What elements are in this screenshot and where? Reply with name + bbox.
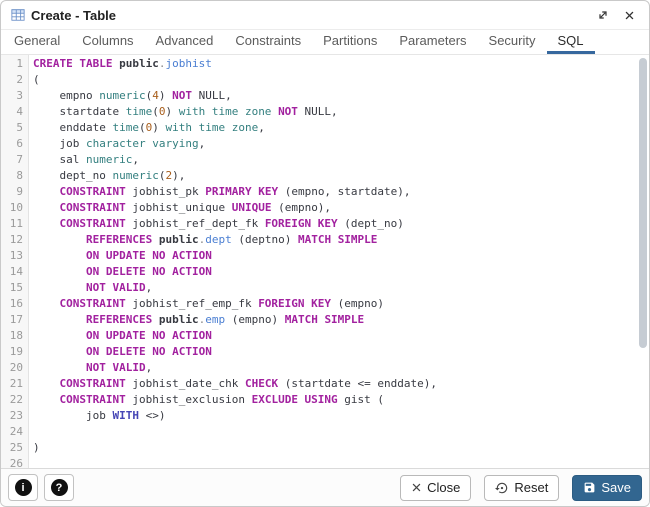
line-number: 25 (9, 441, 23, 454)
line-number: 4 (16, 105, 23, 118)
window-title: Create - Table (31, 7, 117, 23)
save-button[interactable]: Save (572, 474, 642, 501)
close-button-label: Close (427, 480, 461, 495)
line-number: 14 (9, 265, 23, 278)
sql-editor-lines: CREATE TABLE public.jobhist ( empno numer… (29, 55, 649, 468)
code-line: job WITH <>) (33, 409, 166, 422)
close-button[interactable]: Close (400, 474, 472, 501)
code-line: ) (33, 441, 40, 454)
code-line: empno numeric(4) NOT NULL, (33, 89, 232, 102)
reset-icon (495, 481, 509, 495)
code-line: job character varying, (33, 137, 206, 150)
reset-button-label: Reset (514, 480, 549, 495)
code-line: CONSTRAINT jobhist_date_chk CHECK (start… (59, 377, 438, 390)
maximize-button[interactable] (593, 5, 613, 25)
close-icon (624, 10, 635, 21)
tab-advanced[interactable]: Advanced (155, 33, 214, 48)
sql-help-button[interactable]: i (8, 474, 38, 501)
code-line: sal numeric, (33, 153, 139, 166)
table-icon (11, 8, 25, 22)
code-line: REFERENCES public.dept (deptno) MATCH SI… (85, 233, 378, 246)
code-line: ON DELETE NO ACTION (85, 265, 212, 278)
line-number: 9 (16, 185, 23, 198)
line-number: 24 (9, 425, 23, 438)
code-line: startdate time(0) with time zone NOT NUL… (33, 105, 338, 118)
tab-general[interactable]: General (14, 33, 61, 48)
line-number: 10 (9, 201, 23, 214)
tab-security[interactable]: Security (488, 33, 536, 48)
line-number: 12 (9, 233, 23, 246)
code-line: CONSTRAINT jobhist_pk PRIMARY KEY (empno… (59, 185, 411, 198)
code-line: CREATE TABLE public.jobhist (33, 57, 212, 70)
line-number: 21 (9, 377, 23, 390)
dialog-footer: i ? Close Reset (1, 468, 649, 506)
code-line (33, 456, 649, 468)
code-line: enddate time(0) with time zone, (33, 121, 265, 134)
code-line: NOT VALID, (85, 281, 153, 294)
line-number: 2 (16, 73, 23, 86)
code-line: REFERENCES public.emp (empno) MATCH SIMP… (85, 313, 365, 326)
code-line (33, 424, 649, 440)
line-number: 23 (9, 409, 23, 422)
code-line: ( (33, 73, 40, 86)
line-number: 1 (16, 57, 23, 70)
tab-constraints[interactable]: Constraints (235, 33, 302, 48)
reset-button[interactable]: Reset (484, 474, 560, 501)
code-line: CONSTRAINT jobhist_ref_emp_fk FOREIGN KE… (59, 297, 385, 310)
info-icon: i (14, 479, 32, 496)
line-number: 15 (9, 281, 23, 294)
code-line: CONSTRAINT jobhist_unique UNIQUE (empno)… (59, 201, 332, 214)
code-line: NOT VALID, (85, 361, 153, 374)
line-number: 3 (16, 89, 23, 102)
code-line: CONSTRAINT jobhist_ref_dept_fk FOREIGN K… (59, 217, 404, 230)
line-number: 7 (16, 153, 23, 166)
expand-icon (597, 9, 609, 21)
close-x-icon (411, 482, 422, 493)
title-bar: Create - Table (1, 1, 649, 30)
line-number: 6 (16, 137, 23, 150)
line-number: 19 (9, 345, 23, 358)
code-line: CONSTRAINT jobhist_exclusion EXCLUDE USI… (59, 393, 385, 406)
dialog-tab-bar: General Columns Advanced Constraints Par… (1, 30, 649, 55)
tab-columns[interactable]: Columns (82, 33, 134, 48)
line-number: 8 (16, 169, 23, 182)
code-line: dept_no numeric(2), (33, 169, 186, 182)
line-number: 20 (9, 361, 23, 374)
line-number: 18 (9, 329, 23, 342)
line-number: 13 (9, 249, 23, 262)
code-line: ON DELETE NO ACTION (85, 345, 212, 358)
line-number: 11 (9, 217, 23, 230)
code-line: ON UPDATE NO ACTION (85, 329, 212, 342)
editor-scrollbar-thumb[interactable] (639, 58, 647, 348)
line-number: 17 (9, 313, 23, 326)
close-window-button[interactable] (619, 5, 639, 25)
tab-partitions[interactable]: Partitions (323, 33, 378, 48)
tab-sql[interactable]: SQL (546, 30, 595, 54)
code-line: ON UPDATE NO ACTION (85, 249, 212, 262)
line-number: 5 (16, 121, 23, 134)
dialog-help-button[interactable]: ? (44, 474, 74, 501)
line-number: 16 (9, 297, 23, 310)
save-icon (583, 481, 596, 494)
save-button-label: Save (601, 480, 631, 495)
line-number: 26 (9, 457, 23, 468)
line-number: 22 (9, 393, 23, 406)
tab-parameters[interactable]: Parameters (399, 33, 467, 48)
question-icon: ? (50, 479, 68, 496)
